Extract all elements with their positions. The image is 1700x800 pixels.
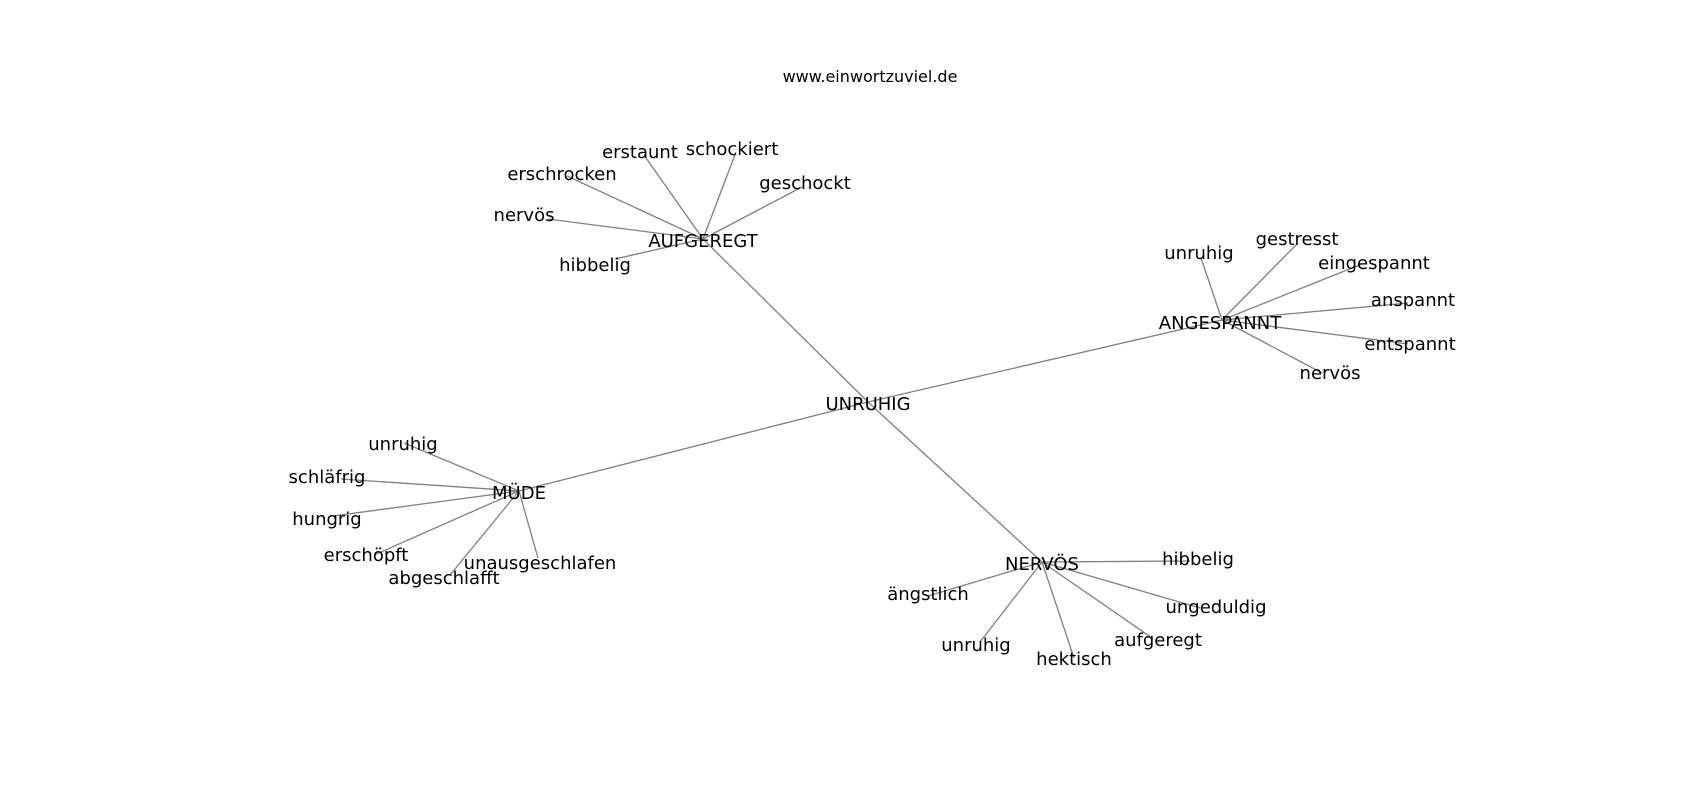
root-hub-edge	[518, 401, 869, 492]
hub-leaf-edge	[1221, 263, 1363, 321]
leaf-node: nervös	[1300, 363, 1361, 384]
leaf-node: ängstlich	[887, 584, 969, 605]
hub-leaf-edge	[340, 478, 520, 492]
hub-leaf-edge	[1041, 561, 1075, 659]
leaf-node: schockiert	[686, 139, 779, 160]
hub-leaf-edge	[1200, 257, 1223, 321]
hub-leaf-edge	[702, 151, 737, 240]
leaf-node: hibbelig	[1162, 549, 1234, 570]
leaf-node: geschockt	[759, 173, 851, 194]
hub-leaf-edge	[1221, 319, 1323, 374]
hub-leaf-edge	[518, 490, 539, 559]
hub-leaf-edge	[1041, 560, 1191, 563]
hub-leaf-edge	[645, 157, 704, 240]
leaf-node: abgeschlafft	[388, 568, 499, 589]
leaf-node: hibbelig	[559, 255, 631, 276]
hub-leaf-edge	[1041, 561, 1201, 609]
hub-leaf-edge	[566, 175, 704, 240]
leaf-node: aufgeregt	[1114, 630, 1202, 651]
leaf-node: unausgeschlafen	[464, 553, 617, 574]
leaf-node: schläfrig	[289, 467, 366, 488]
root-node: UNRUHIG	[825, 394, 910, 415]
hub-node-aufgeregt: AUFGEREGT	[648, 231, 758, 252]
site-url: www.einwortzuviel.de	[783, 67, 958, 86]
leaf-node: erstaunt	[602, 142, 678, 163]
leaf-node: anspannt	[1371, 290, 1455, 311]
graph-edges	[332, 151, 1409, 659]
hub-leaf-edge	[702, 186, 803, 240]
root-hub-edge	[867, 319, 1223, 403]
hub-leaf-edge	[403, 442, 520, 492]
leaf-node: unruhig	[941, 635, 1010, 656]
leaf-node: nervös	[494, 205, 555, 226]
hub-leaf-edge	[1221, 243, 1298, 321]
hub-leaf-edge	[1221, 302, 1409, 321]
hub-leaf-edge	[1041, 561, 1153, 639]
leaf-node: unruhig	[1164, 243, 1233, 264]
hub-leaf-edge	[614, 238, 704, 260]
root-hub-edge	[702, 238, 869, 403]
hub-leaf-edge	[332, 490, 520, 517]
leaf-node: ungeduldig	[1165, 597, 1266, 618]
hub-node-angespannt: ANGESPANNT	[1159, 313, 1282, 334]
hub-node-nervoes: NERVÖS	[1005, 553, 1079, 575]
leaf-node: entspannt	[1364, 334, 1455, 355]
leaf-node: eingespannt	[1318, 253, 1430, 274]
leaf-node: erschrocken	[507, 164, 616, 185]
hub-leaf-edge	[547, 218, 704, 240]
leaf-node: hungrig	[292, 509, 361, 530]
hub-leaf-edge	[979, 561, 1043, 643]
hub-leaf-edge	[373, 490, 520, 556]
leaf-node: hektisch	[1036, 649, 1112, 670]
leaf-node: gestresst	[1256, 229, 1339, 250]
leaf-node: unruhig	[368, 434, 437, 455]
hub-leaf-edge	[927, 561, 1043, 597]
hub-leaf-edge	[1221, 319, 1409, 345]
leaf-node: erschöpft	[324, 545, 409, 566]
hub-leaf-edge	[449, 490, 520, 576]
root-hub-edge	[867, 401, 1043, 563]
hub-node-muede: MÜDE	[492, 482, 546, 504]
